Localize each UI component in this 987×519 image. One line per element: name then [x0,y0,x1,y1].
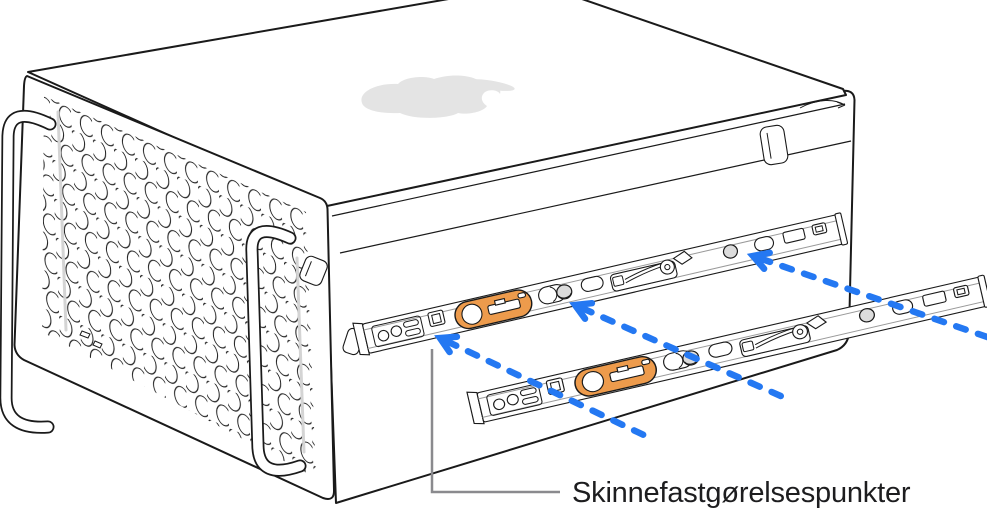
lid-motion-arrow [799,100,846,109]
side-top-edge-inner [331,103,846,217]
apple-logo-icon [361,75,515,118]
bezel-edge-latch-upper [299,255,328,286]
bezel-highlight-right [295,256,306,454]
arrow-to-pin-1 [569,299,787,401]
bezel-highlight-left [56,110,68,332]
callout-line [430,349,560,494]
handle-right [245,225,307,477]
lid-latch [759,124,789,166]
arrow-to-latch [434,333,652,441]
handle-left [0,109,57,434]
bezel-specks [79,330,103,349]
caption-label: Skinnefastgørelsespunkter [572,477,911,509]
callout: Skinnefastgørelsespunkter [430,349,911,509]
attachment-arrows [434,249,987,441]
arrow-to-pin-2 [746,249,987,341]
